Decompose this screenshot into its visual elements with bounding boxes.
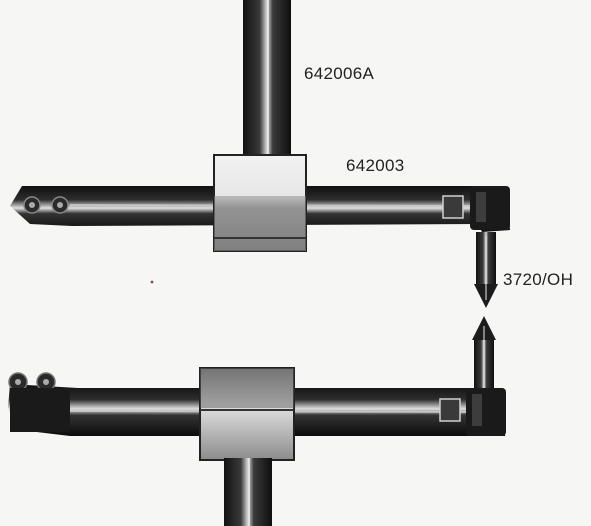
lower-pointed-tip bbox=[472, 316, 496, 390]
lower-left-screws bbox=[8, 372, 70, 432]
upper-center-block bbox=[213, 154, 307, 252]
tip-part-number: 3720/OH bbox=[503, 270, 574, 289]
upper-slide-clamp bbox=[442, 195, 464, 219]
upper-left-screws bbox=[23, 196, 69, 214]
upper-pointed-tip bbox=[474, 232, 498, 308]
lower-assembly bbox=[8, 316, 506, 526]
lower-slide-clamp bbox=[439, 398, 461, 422]
horizontal-bar-part-number: 642003 bbox=[346, 156, 405, 175]
vertical-bar-part-number: 642006A bbox=[304, 64, 375, 83]
speck bbox=[150, 280, 154, 284]
lower-center-block bbox=[199, 367, 295, 461]
upper-assembly bbox=[10, 0, 510, 308]
